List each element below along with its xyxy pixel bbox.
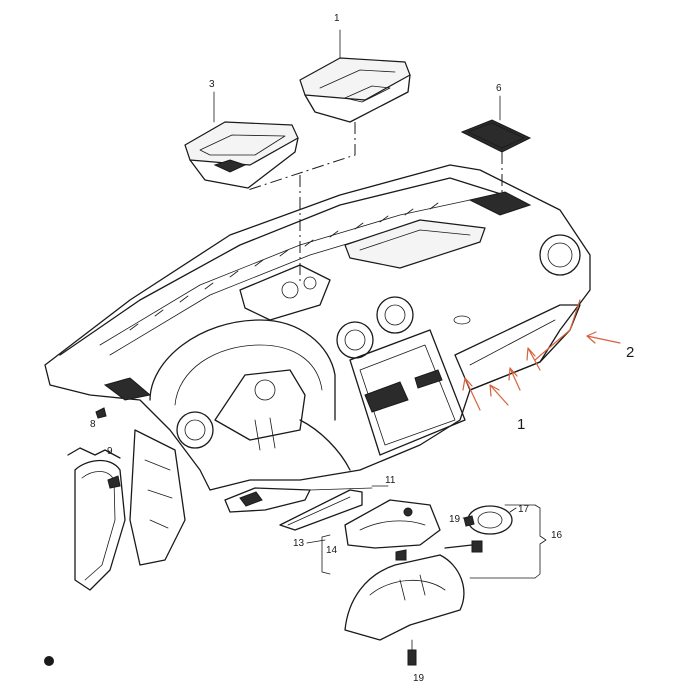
red-outline-glovebox: [534, 299, 581, 361]
dashboard-body: [44, 164, 591, 491]
arrow-1a: [462, 377, 481, 411]
part-17-switch-ring: [463, 505, 513, 535]
callout-6: 6: [496, 83, 502, 94]
callout-labels: 1 3 6 8 9 11 13 14 16 17 19 19 1 2: [90, 13, 634, 684]
part-14-bracket: [321, 534, 331, 575]
part-3-storage-tray: [184, 91, 299, 189]
callout-leaders: [306, 485, 517, 544]
part-lower-column-shroud: [344, 554, 465, 641]
part-11-lower-bracket: [224, 487, 373, 513]
callout-19-upper: 19: [449, 514, 461, 525]
callout-17: 17: [518, 504, 530, 515]
arrow-1b: [489, 384, 509, 406]
callout-11: 11: [385, 475, 396, 486]
annotation-label-1: 1: [517, 416, 525, 433]
callout-13: 13: [293, 538, 305, 549]
alignment-lines: [247, 122, 503, 285]
arrow-1d: [526, 347, 541, 371]
callout-9: 9: [107, 446, 113, 457]
part-19-bolt-lower: [407, 639, 417, 666]
part-19-bolt-upper: [444, 540, 483, 553]
part-14-column-shroud-upper: [344, 499, 441, 561]
part-16-group-bracket: [469, 504, 547, 579]
callout-8: 8: [90, 419, 96, 430]
callout-3: 3: [209, 79, 215, 90]
part-1-storage-compartment: [299, 29, 411, 123]
part-13-trim-strip: [279, 489, 363, 531]
part-6-speaker-grille: [460, 95, 532, 153]
callout-1: 1: [334, 13, 340, 24]
arrow-2: [586, 331, 621, 344]
arrow-1c: [508, 367, 521, 391]
red-annotation-arrows: [462, 299, 621, 411]
callout-16: 16: [551, 530, 563, 541]
part-8-9-end-cover: [67, 407, 186, 591]
page-marker-dot: [44, 656, 54, 666]
annotation-label-2: 2: [626, 344, 634, 361]
callout-19-lower: 19: [413, 673, 425, 684]
callout-14: 14: [326, 545, 338, 556]
